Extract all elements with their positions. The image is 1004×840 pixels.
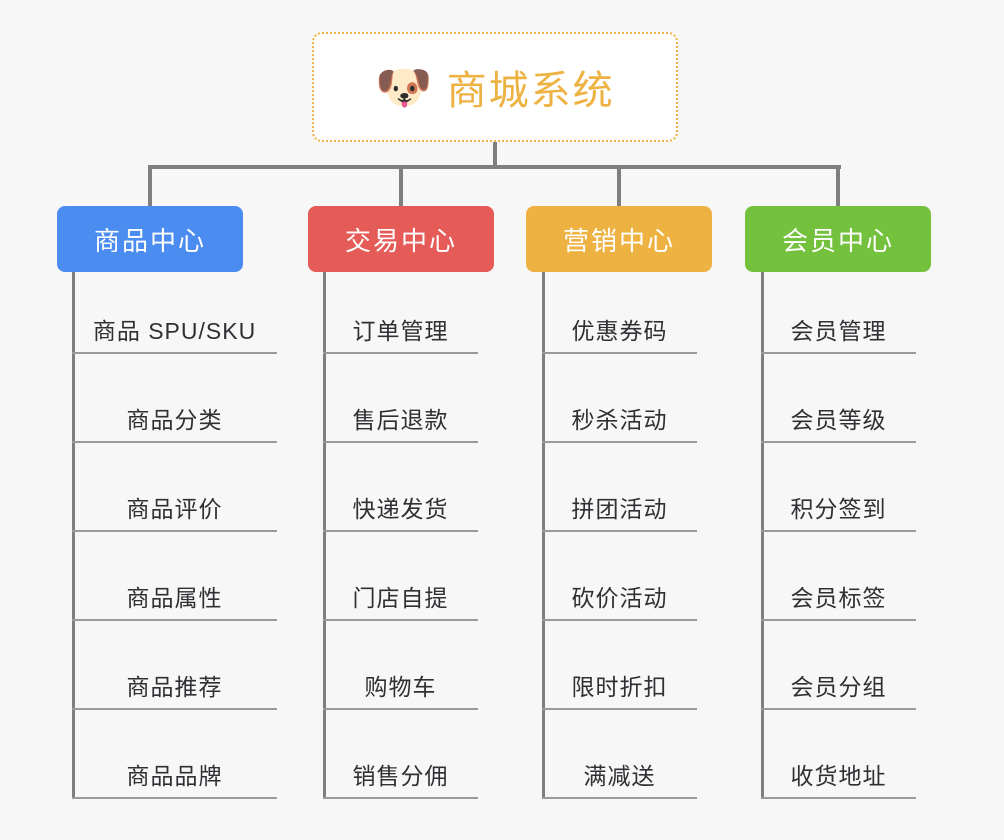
leaf-item[interactable]: 优惠券码	[542, 265, 697, 354]
leaf-item[interactable]: 会员标签	[761, 532, 916, 621]
leaf-item-label: 满减送	[583, 763, 656, 789]
category-header-label: 营销中心	[562, 225, 675, 256]
leaf-item-label: 商品评价	[126, 496, 223, 522]
leaf-item[interactable]: 订单管理	[323, 265, 478, 354]
leaf-item[interactable]: 门店自提	[323, 532, 478, 621]
leaf-item-label: 会员等级	[790, 407, 887, 433]
leaf-item-label: 商品属性	[126, 585, 223, 611]
connector-drop-member-center	[836, 165, 840, 208]
category-header-label: 交易中心	[344, 225, 457, 256]
leaf-item[interactable]: 商品 SPU/SKU	[72, 265, 277, 354]
leaf-item-label: 收货地址	[790, 763, 887, 789]
leaf-item-label: 销售分佣	[352, 763, 449, 789]
leaf-item-label: 会员分组	[790, 674, 887, 700]
category-header-trade-center[interactable]: 交易中心	[308, 206, 494, 272]
leaf-item-label: 门店自提	[352, 585, 449, 611]
leaf-item-label: 售后退款	[352, 407, 449, 433]
leaf-item[interactable]: 商品评价	[72, 443, 277, 532]
leaf-item-label: 会员标签	[790, 585, 887, 611]
leaf-item-label: 砍价活动	[571, 585, 668, 611]
leaf-item[interactable]: 收货地址	[761, 710, 916, 799]
connector-drop-marketing-center	[617, 165, 621, 208]
branch-trunk-member-center	[761, 272, 764, 799]
leaf-item[interactable]: 积分签到	[761, 443, 916, 532]
category-header-label: 商品中心	[93, 225, 206, 256]
leaf-item-label: 限时折扣	[571, 674, 668, 700]
leaf-item-label: 优惠券码	[571, 318, 668, 344]
category-header-product-center[interactable]: 商品中心	[57, 206, 243, 272]
connector-drop-product-center	[148, 165, 152, 208]
leaf-item-label: 商品 SPU/SKU	[92, 318, 257, 344]
leaf-item-label: 商品品牌	[126, 763, 223, 789]
leaf-item-label: 商品分类	[126, 407, 223, 433]
leaf-item-label: 拼团活动	[571, 496, 668, 522]
leaf-item-label: 积分签到	[790, 496, 887, 522]
leaf-item[interactable]: 会员分组	[761, 621, 916, 710]
leaf-item[interactable]: 砍价活动	[542, 532, 697, 621]
leaf-item-label: 会员管理	[790, 318, 887, 344]
leaf-item[interactable]: 会员等级	[761, 354, 916, 443]
connector-drop-trade-center	[399, 165, 403, 208]
root-title: 商城系统	[446, 69, 615, 113]
leaf-item[interactable]: 商品分类	[72, 354, 277, 443]
category-header-label: 会员中心	[781, 225, 894, 256]
leaf-item[interactable]: 销售分佣	[323, 710, 478, 799]
leaf-item-label: 商品推荐	[126, 674, 223, 700]
leaf-item-label: 秒杀活动	[571, 407, 668, 433]
leaf-item[interactable]: 秒杀活动	[542, 354, 697, 443]
branch-trunk-trade-center	[323, 272, 326, 799]
dog-face-icon: 🐶	[375, 61, 433, 113]
leaf-item[interactable]: 快递发货	[323, 443, 478, 532]
connector-root-stem	[493, 142, 497, 167]
leaf-item[interactable]: 商品品牌	[72, 710, 277, 799]
leaf-item-label: 购物车	[364, 674, 437, 700]
category-header-member-center[interactable]: 会员中心	[745, 206, 931, 272]
root-node[interactable]: 🐶 商城系统	[312, 32, 678, 142]
leaf-item[interactable]: 限时折扣	[542, 621, 697, 710]
leaf-item[interactable]: 会员管理	[761, 265, 916, 354]
leaf-item[interactable]: 商品推荐	[72, 621, 277, 710]
leaf-item-label: 订单管理	[352, 318, 449, 344]
leaf-item[interactable]: 商品属性	[72, 532, 277, 621]
leaf-item[interactable]: 拼团活动	[542, 443, 697, 532]
category-header-marketing-center[interactable]: 营销中心	[526, 206, 712, 272]
leaf-item[interactable]: 购物车	[323, 621, 478, 710]
branch-trunk-product-center	[72, 272, 75, 799]
leaf-item[interactable]: 满减送	[542, 710, 697, 799]
branch-trunk-marketing-center	[542, 272, 545, 799]
leaf-item-label: 快递发货	[352, 496, 449, 522]
connector-horizontal-bus	[149, 165, 841, 169]
leaf-item[interactable]: 售后退款	[323, 354, 478, 443]
